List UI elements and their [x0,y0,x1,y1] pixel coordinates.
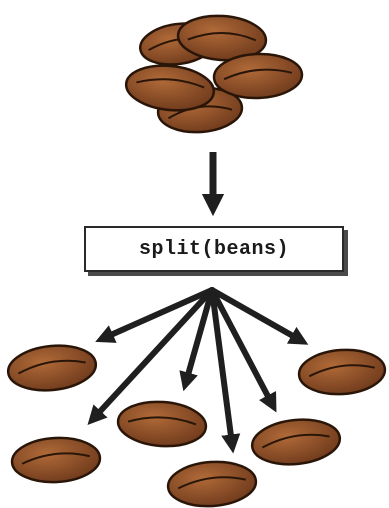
coffee-bean-icon [116,400,208,448]
coffee-bean-icon [166,460,258,508]
coffee-bean-pile-icon [124,14,304,134]
arrow-to-bean-6 [209,287,309,345]
arrow-to-bean-4 [209,287,241,454]
coffee-bean-icon [297,348,387,396]
coffee-bean-icon [6,344,98,392]
arrow-to-bean-3 [179,287,215,392]
output-arrows [87,287,309,454]
arrow-to-bean-2 [87,287,215,426]
arrow-to-bean-1 [95,287,215,343]
arrow-to-bean-5 [209,287,277,413]
function-label: split(beans) [138,237,290,261]
coffee-bean-icon [250,418,342,466]
coffee-bean-icon [10,436,102,484]
function-box: split(beans) [84,226,344,272]
